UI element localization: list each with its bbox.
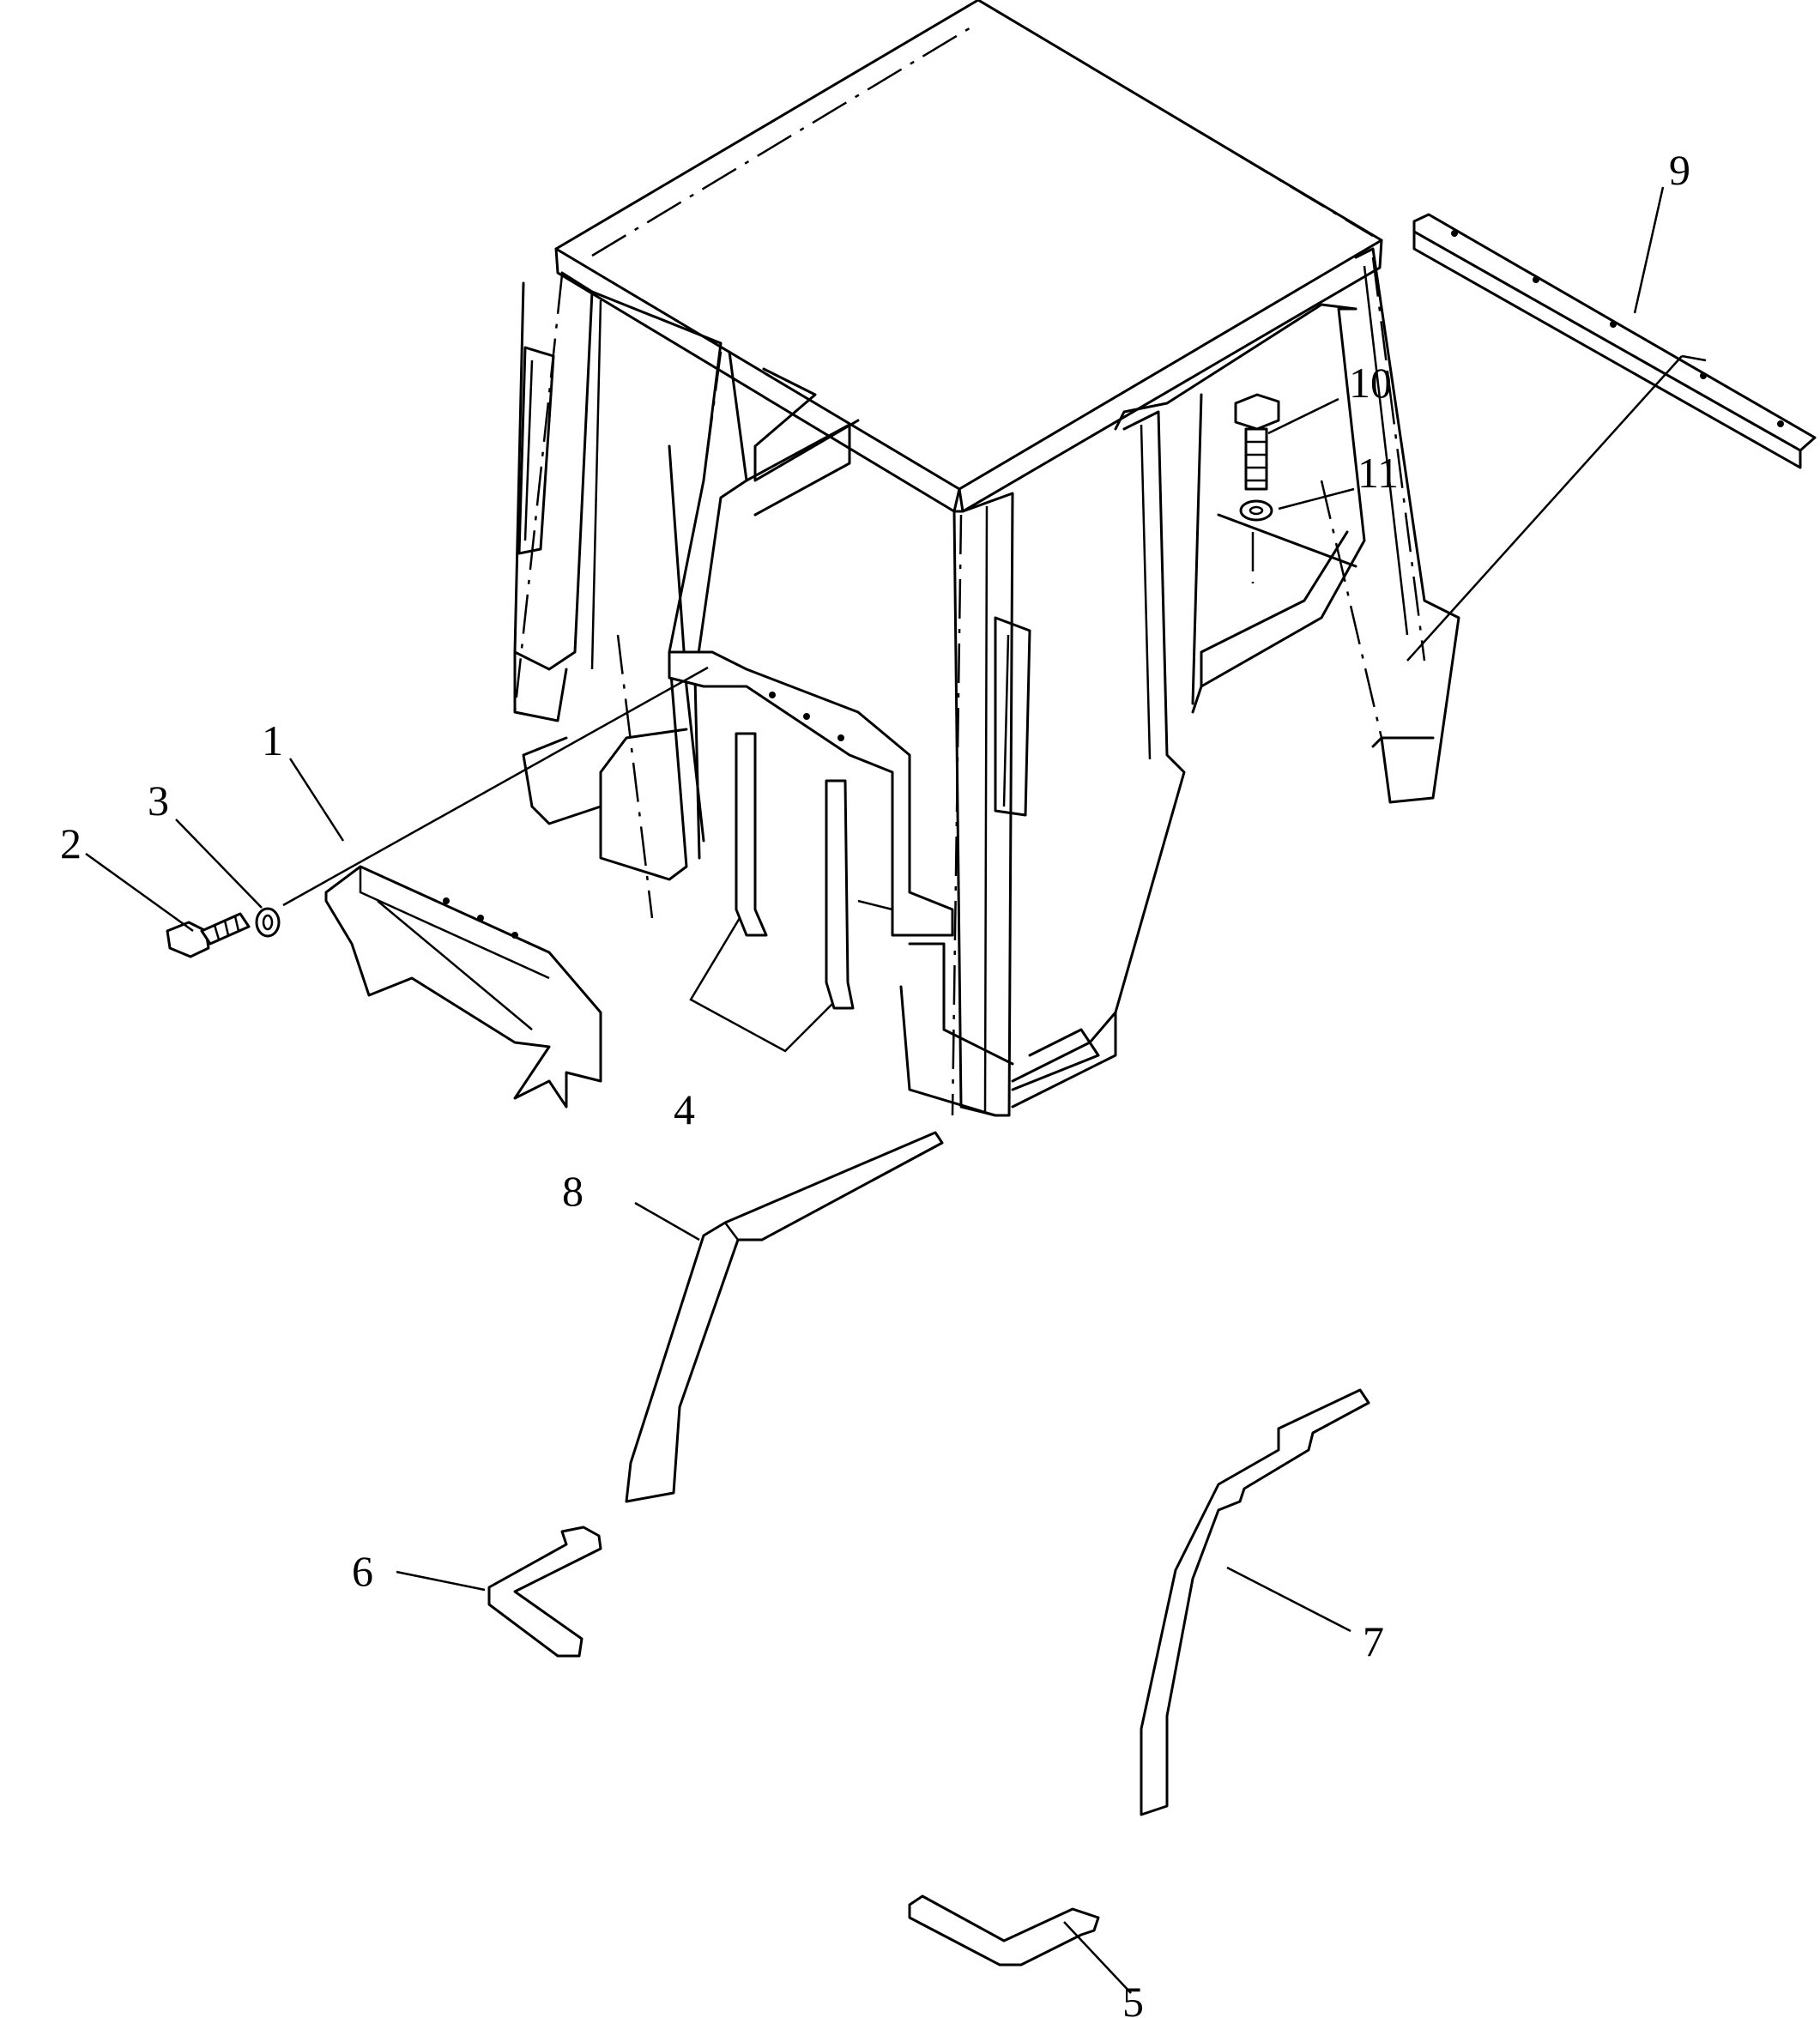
washer-part-3 bbox=[255, 907, 281, 938]
callout-11: 11 bbox=[1357, 449, 1399, 497]
strip-part-6 bbox=[487, 1526, 602, 1658]
cab-roof bbox=[554, 0, 1383, 513]
callout-2: 2 bbox=[60, 819, 82, 867]
strip-part-7 bbox=[1140, 1388, 1370, 1816]
bolt-part-2 bbox=[166, 912, 251, 958]
leader-lines bbox=[85, 186, 1665, 1994]
callout-10: 10 bbox=[1349, 359, 1392, 407]
callout-4-bracket-lines bbox=[689, 917, 833, 1053]
bolt-part-10 bbox=[1234, 393, 1280, 491]
assembly-lines bbox=[282, 354, 1707, 907]
strip-part-8 bbox=[625, 1131, 944, 1503]
handrail-left bbox=[517, 346, 555, 555]
step-bracket-part-1 bbox=[324, 865, 602, 1109]
seal-strip-4b bbox=[825, 779, 855, 1010]
callout-8: 8 bbox=[562, 1167, 583, 1215]
handrail-right bbox=[994, 616, 1031, 817]
callout-3: 3 bbox=[148, 776, 169, 825]
rail-part-9 bbox=[1412, 213, 1817, 469]
washer-part-11 bbox=[1239, 499, 1273, 522]
callout-6: 6 bbox=[352, 1547, 373, 1595]
strip-part-5 bbox=[908, 1894, 1100, 1967]
seal-strip-4a bbox=[735, 732, 768, 937]
callout-7: 7 bbox=[1363, 1617, 1384, 1665]
callout-9: 9 bbox=[1669, 146, 1690, 194]
center-bracket bbox=[668, 650, 954, 937]
callout-labels: 1 2 3 4 5 6 7 8 9 10 11 bbox=[60, 146, 1690, 2018]
cab-frame bbox=[513, 247, 1460, 1117]
callout-4: 4 bbox=[674, 1085, 695, 1133]
assembly-centerlines bbox=[513, 22, 1426, 1116]
callout-5: 5 bbox=[1122, 1978, 1144, 2018]
callout-1: 1 bbox=[262, 716, 283, 764]
